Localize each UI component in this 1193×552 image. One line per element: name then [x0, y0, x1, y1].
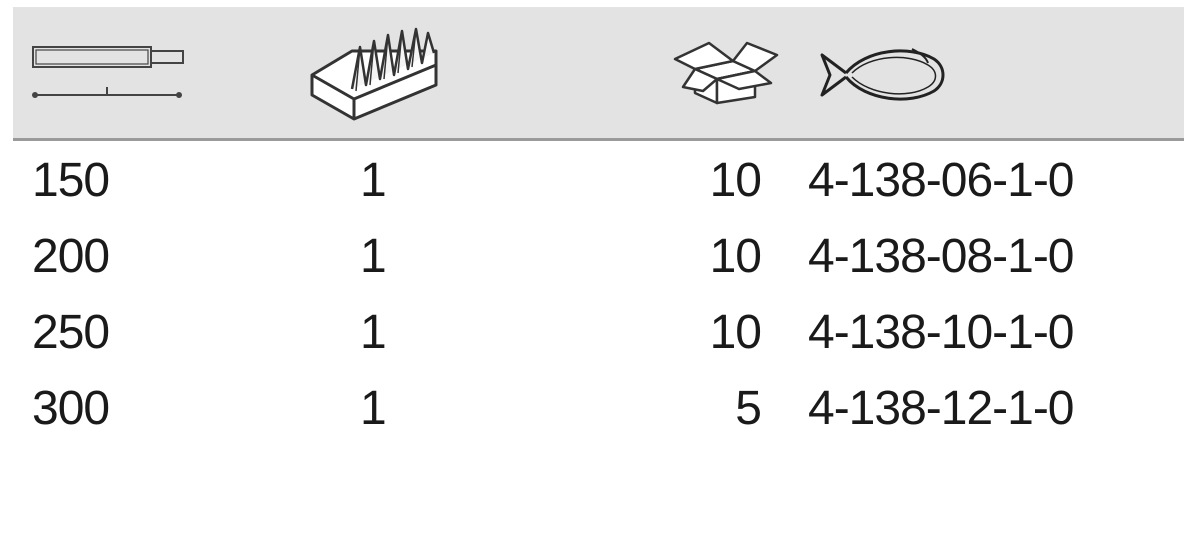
article-number-cell: 4-138-12-1-0 [808, 382, 1074, 435]
pack-size-cell: 10 [709, 230, 762, 283]
table-header [13, 7, 1184, 141]
length-cell: 300 [32, 382, 110, 435]
article-number-cell: 4-138-10-1-0 [808, 306, 1074, 359]
package-box-icon [673, 39, 787, 107]
table-body: 150 1 10 4-138-06-1-0 200 1 10 4-138-08-… [0, 150, 1193, 454]
table-row: 300 1 5 4-138-12-1-0 [0, 378, 1193, 454]
length-cell: 150 [32, 154, 110, 207]
article-number-cell: 4-138-08-1-0 [808, 230, 1074, 283]
table-row: 200 1 10 4-138-08-1-0 [0, 226, 1193, 302]
length-cell: 250 [32, 306, 110, 359]
quantity-cell: 1 [360, 382, 387, 435]
quantity-cell: 1 [360, 306, 387, 359]
table-row: 250 1 10 4-138-10-1-0 [0, 302, 1193, 378]
file-length-icon [31, 39, 191, 105]
quantity-cell: 1 [360, 154, 387, 207]
length-cell: 200 [32, 230, 110, 283]
thread-cut-icon [308, 19, 448, 123]
fish-article-icon [808, 43, 948, 107]
pack-size-cell: 5 [735, 382, 762, 435]
pack-size-cell: 10 [709, 306, 762, 359]
pack-size-cell: 10 [709, 154, 762, 207]
article-number-cell: 4-138-06-1-0 [808, 154, 1074, 207]
quantity-cell: 1 [360, 230, 387, 283]
table-row: 150 1 10 4-138-06-1-0 [0, 150, 1193, 226]
